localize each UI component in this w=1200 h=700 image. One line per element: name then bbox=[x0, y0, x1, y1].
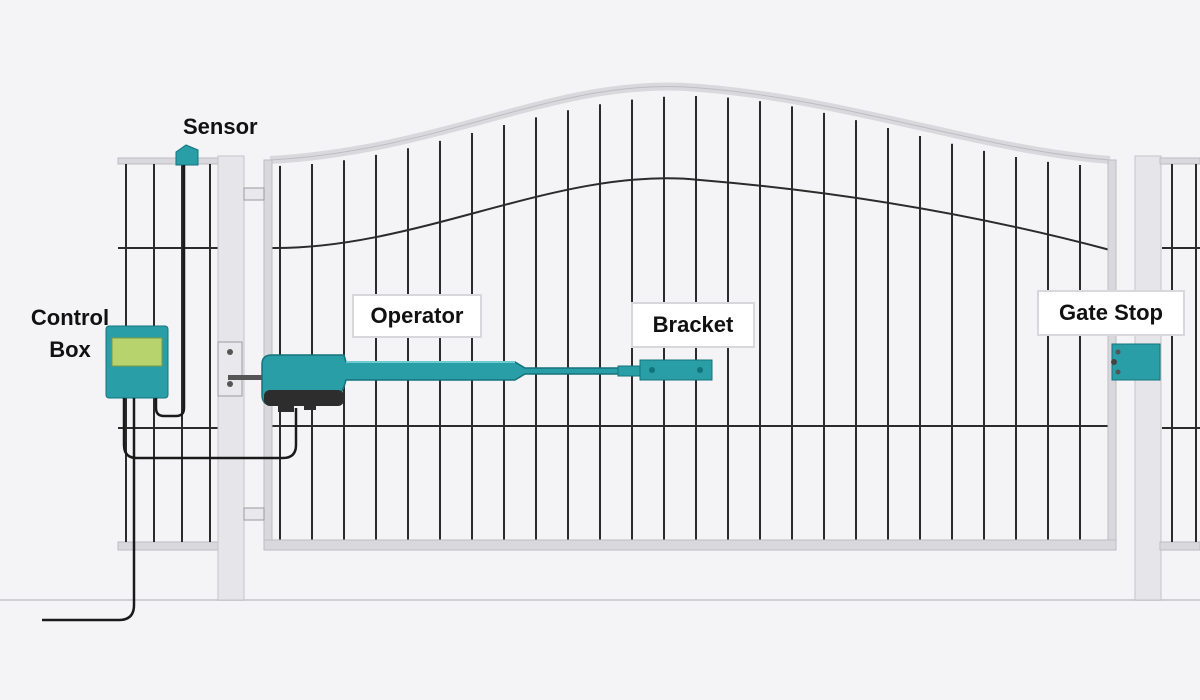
sensor-device bbox=[175, 144, 199, 166]
bracket-label: Bracket bbox=[631, 302, 755, 348]
upper-hinge bbox=[243, 187, 265, 201]
right-fence-panel bbox=[1159, 157, 1200, 551]
swing-gate bbox=[243, 82, 1117, 551]
post-mount-plate bbox=[217, 341, 268, 397]
sensor-label: Sensor bbox=[183, 114, 258, 139]
control-box-label-line1: Control bbox=[30, 305, 110, 330]
operator-label: Operator bbox=[352, 294, 482, 338]
control-box bbox=[105, 325, 169, 399]
gate-bracket bbox=[617, 359, 713, 381]
lower-hinge bbox=[243, 507, 265, 521]
gate-operator-arm bbox=[261, 354, 621, 412]
gate-stop bbox=[1111, 343, 1161, 381]
wiring bbox=[42, 165, 298, 622]
control-box-label-line2: Box bbox=[49, 337, 91, 362]
gate-stop-label: Gate Stop bbox=[1037, 290, 1185, 336]
control-box-label: Control Box bbox=[20, 302, 120, 366]
